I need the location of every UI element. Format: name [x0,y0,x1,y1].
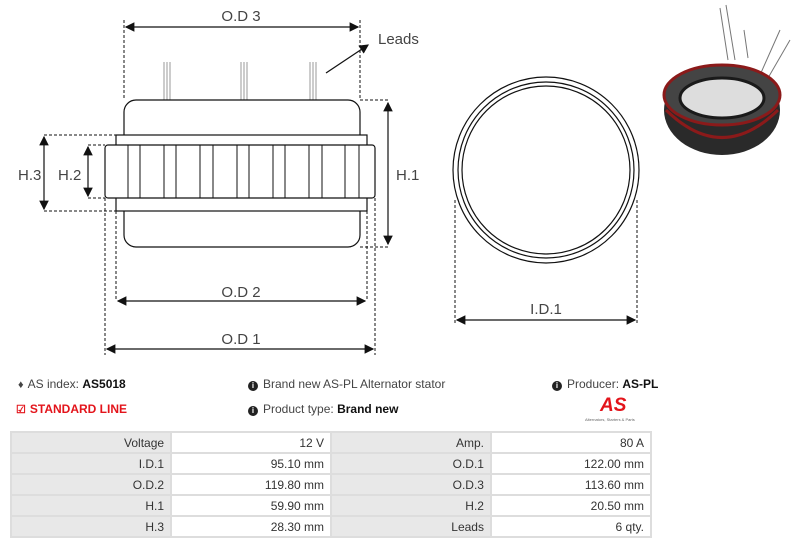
spec-value: 80 A [489,431,653,454]
spec-value: 119.80 mm [170,473,333,496]
spec-label: Leads [330,515,492,538]
side-view: O.D 3 Leads O.D 2 O.D 1 H.1 H.3 H.2 [18,8,419,355]
label-od1: O.D 1 [221,331,260,348]
spec-value: 59.90 mm [170,494,333,517]
spec-label: H.3 [9,515,173,538]
spec-value: 20.50 mm [489,494,653,517]
label-id1: I.D.1 [530,301,562,318]
spec-value: 122.00 mm [489,452,653,475]
spec-label: Voltage [9,431,173,454]
as-index: ♦AS index: AS5018 [18,377,126,391]
label-h1: H.1 [396,167,419,184]
spec-value: 12 V [170,431,333,454]
as-index-value: AS5018 [82,377,126,391]
spec-label: H.1 [9,494,173,517]
checkbox-checked-icon: ☑ [16,404,26,416]
label-od3: O.D 3 [221,8,260,25]
spec-label: O.D.1 [330,452,492,475]
label-od2: O.D 2 [221,284,260,301]
info-icon: i [248,406,258,416]
spec-label: O.D.3 [330,473,492,496]
info-icon: i [248,381,258,391]
spec-value: 28.30 mm [170,515,333,538]
spec-label: I.D.1 [9,452,173,475]
tags-icon: ♦ [18,379,24,391]
stator-technical-drawing: O.D 3 Leads O.D 2 O.D 1 H.1 H.3 H.2 I.D.… [18,4,791,355]
spec-label: Amp. [330,431,492,454]
spec-label: O.D.2 [9,473,173,496]
spec-value: 6 qty. [489,515,653,538]
label-h3: H.3 [18,167,41,184]
info-icon: i [552,381,562,391]
spec-label: H.2 [330,494,492,517]
standard-line: ☑STANDARD LINE [16,402,127,416]
label-h2: H.2 [58,167,81,184]
label-leads: Leads [378,31,419,48]
as-pl-logo: AS Alternators, Starters & Parts [585,395,635,422]
spec-value: 113.60 mm [489,473,653,496]
top-view: I.D.1 [452,76,640,325]
spec-value: 95.10 mm [170,452,333,475]
stator-photo [662,4,791,155]
